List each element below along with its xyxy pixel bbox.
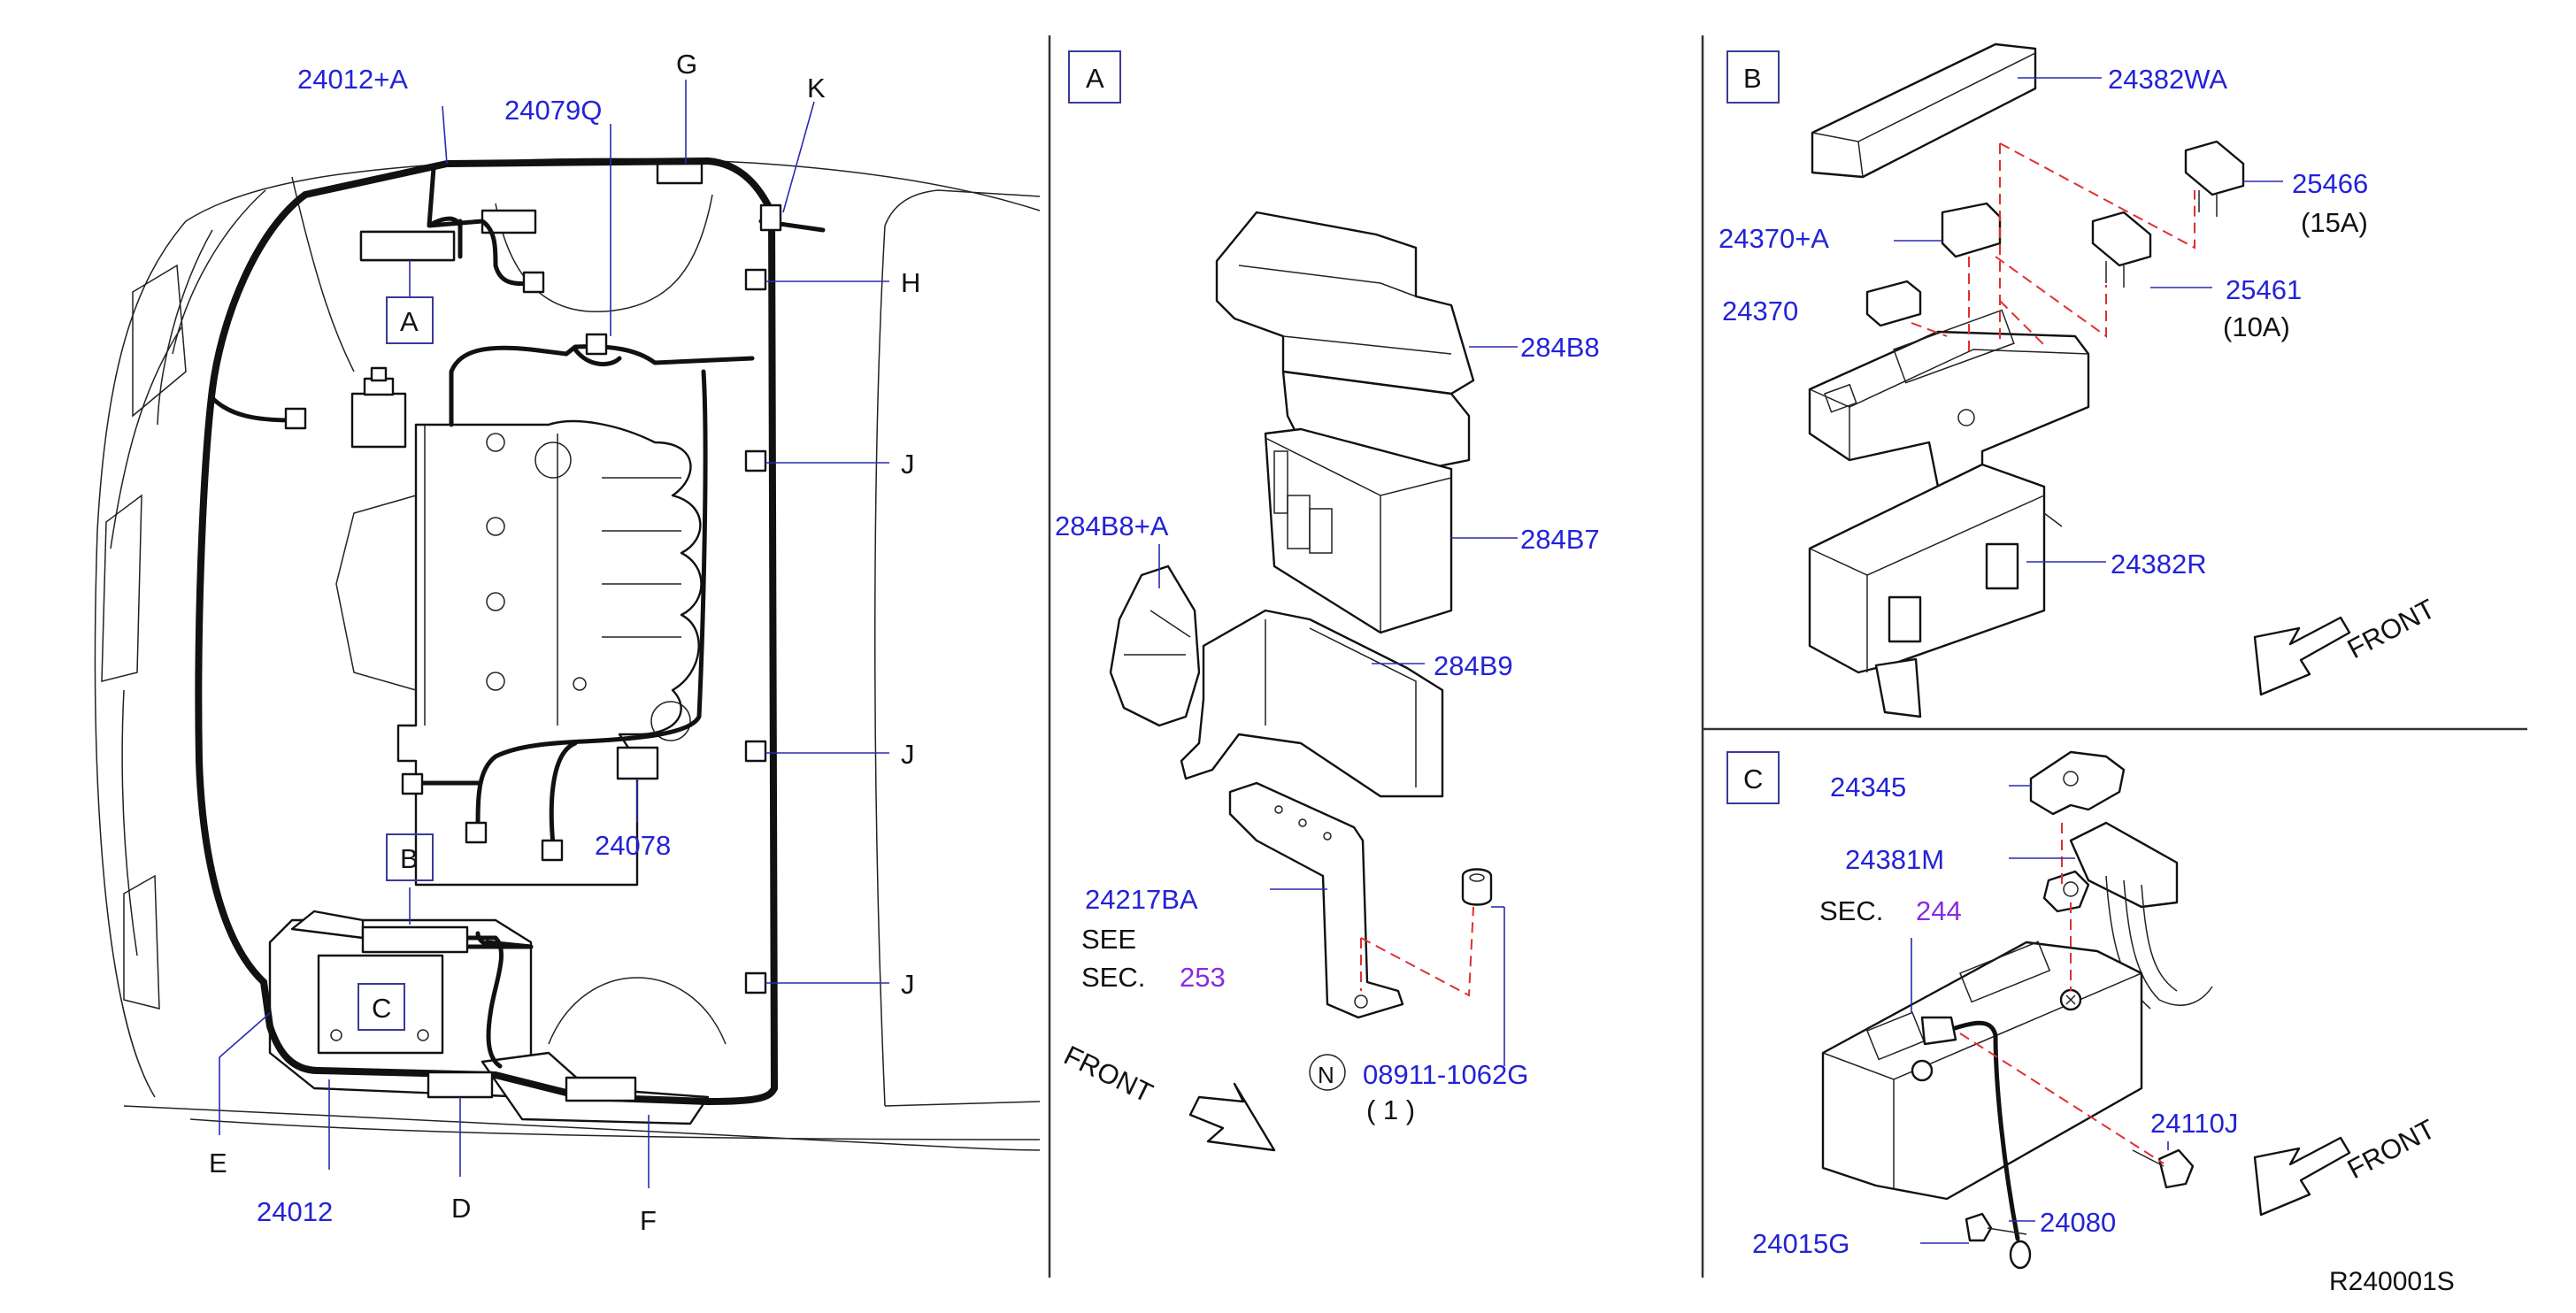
label-sec-253: 253 [1180,962,1226,993]
label-sec-244: 244 [1916,895,1962,926]
label-24382wa: 24382WA [2108,64,2227,95]
label-j-top: J [901,449,915,480]
panel-dividers [1048,35,2527,1278]
label-see: SEE [1081,924,1136,955]
label-sec-c: SEC. [1819,895,1883,926]
label-24370: 24370 [1722,296,1798,326]
panel-a-title: A [1086,63,1104,94]
panel-c-title: C [1743,764,1763,795]
drawing-code: R240001S [2329,1267,2455,1296]
label-24217ba: 24217BA [1085,884,1198,915]
label-qty: ( 1 ) [1366,1094,1415,1125]
label-f: F [640,1205,657,1236]
label-e: E [209,1148,227,1179]
label-24382r: 24382R [2111,549,2207,580]
panel-a-illustration [1109,211,1493,1152]
label-d: D [451,1193,471,1224]
label-h: H [901,267,920,298]
panel-b-leaders [1894,77,2283,563]
panel-a-title-box [1068,50,1121,104]
label-24381m: 24381M [1845,844,1944,875]
panel-c-leaders [1911,785,2169,1244]
label-k: K [807,73,826,104]
label-24345: 24345 [1830,772,1906,802]
label-callout-b: B [400,843,419,874]
callout-boxes-main [358,296,434,1031]
label-284b8: 284B8 [1520,332,1600,363]
panel-a-leaders [1158,346,1518,1066]
label-24012a: 24012+A [297,64,408,95]
label-callout-a: A [400,306,419,337]
label-j-mid: J [901,739,915,770]
label-front-a: FRONT [1059,1040,1157,1109]
label-24080: 24080 [2040,1207,2116,1238]
label-callout-c: C [372,993,391,1024]
label-sec-a: SEC. [1081,962,1145,993]
label-24012: 24012 [257,1196,333,1227]
label-25461: 25461 [2226,274,2302,305]
label-front-b: FRONT [2342,593,2441,664]
panel-b-title-box [1726,50,1780,104]
engine-bay-illustration [94,157,1041,1151]
label-front-c: FRONT [2342,1113,2441,1185]
main-leaders [219,80,889,1188]
label-j-bottom: J [901,969,915,1000]
main-harness [195,157,826,1105]
label-15a: (15A) [2301,207,2368,238]
label-24110j: 24110J [2150,1108,2238,1139]
label-24079q: 24079Q [504,95,602,126]
panel-b-illustration [1808,42,2351,718]
label-24370a: 24370+A [1719,223,1829,254]
label-284b8a: 284B8+A [1055,511,1169,541]
label-284b9: 284B9 [1434,650,1513,681]
label-g: G [676,49,697,80]
label-n-symbol: N [1318,1062,1334,1088]
panel-b-title: B [1743,63,1762,94]
label-24015g: 24015G [1752,1228,1849,1259]
label-284b7: 284B7 [1520,524,1600,555]
panel-c-title-box [1726,751,1780,804]
label-08911-1062g: 08911-1062G [1363,1059,1528,1090]
label-24078: 24078 [595,830,671,861]
label-25466: 25466 [2292,168,2368,199]
label-10a: (10A) [2223,311,2290,342]
panel-c-illustration [1821,750,2351,1270]
